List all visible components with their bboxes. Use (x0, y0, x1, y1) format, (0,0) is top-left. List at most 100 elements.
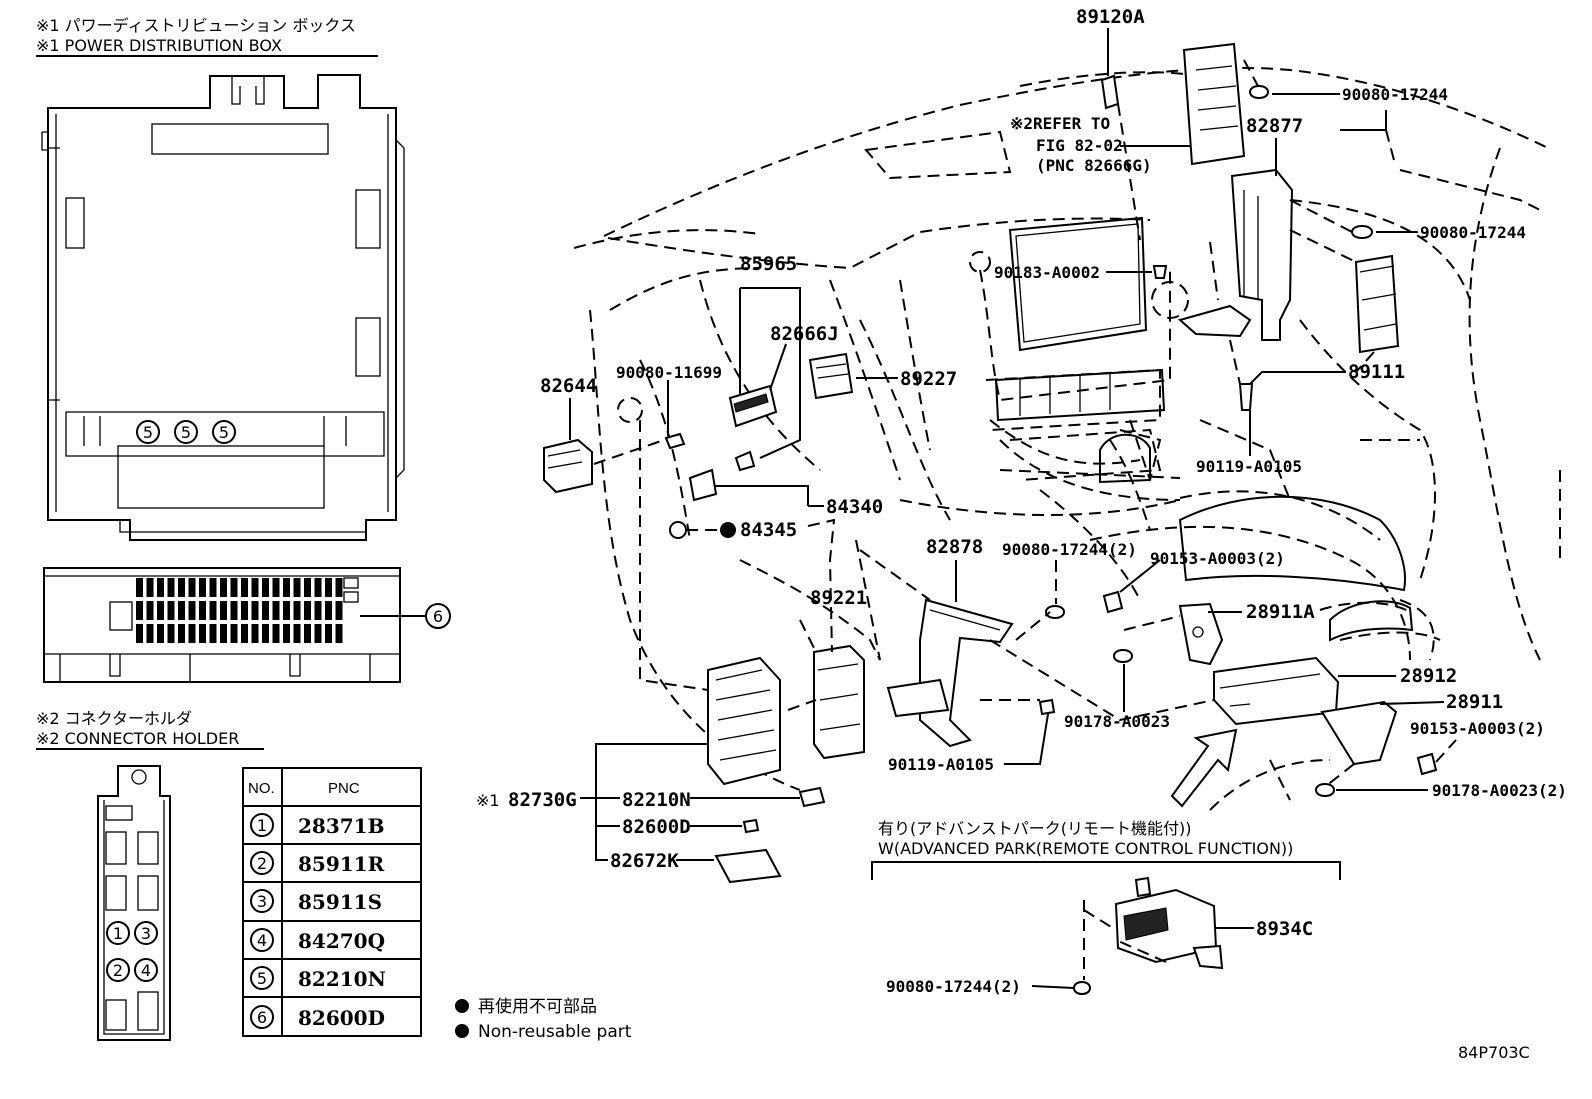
label-advanced-park-jp: 有り(アドバンストパーク(リモート機能付)) (878, 819, 1191, 838)
row-no: 1 (257, 816, 267, 835)
pdb-callout-5-c: 5 (212, 420, 236, 444)
label-90080-17244-a: 90080-17244 (1342, 85, 1448, 104)
fuse-slot (146, 601, 154, 620)
non-reusable-dot-icon (455, 1024, 469, 1038)
pnc-table: NO. PNC 1 28371B 2 85911R 3 85911S 4 842… (242, 767, 422, 1037)
fuse-slot (335, 578, 343, 597)
label-90080-17244-b: 90080-17244 (1420, 223, 1526, 242)
fuse-slot (304, 601, 311, 620)
fuse-slot (230, 578, 238, 597)
ch-callout-1: 1 (106, 921, 130, 945)
fuse-slot (283, 578, 290, 597)
label-82644: 82644 (540, 375, 597, 397)
fuse-slot (325, 624, 332, 643)
callout-label: 1 (113, 924, 123, 943)
fuse-slot (230, 601, 238, 620)
connector-holder-section: ※2 コネクターホルダ ※2 CONNECTOR HOLDER 1 3 2 4 (36, 709, 264, 1041)
label-82878: 82878 (926, 536, 983, 558)
ch-title-jp: ※2 コネクターホルダ (36, 709, 192, 728)
table-row: 6 82600D (250, 1005, 385, 1030)
label-84340: 84340 (826, 496, 883, 518)
fuse-slot (272, 601, 280, 620)
fuse-slot (157, 601, 164, 620)
table-row: 1 28371B (250, 813, 384, 838)
fuse-slot (304, 624, 311, 643)
label-90080-17244-2a: 90080-17244(2) (1002, 540, 1137, 559)
connector-holder-drawing: 1 3 2 4 (97, 765, 171, 1041)
callout-label: 5 (181, 423, 191, 442)
label-refer-line2: FIG 82-02 (1036, 136, 1123, 155)
callout-label: 5 (143, 423, 153, 442)
pdb-front-view: 5 5 5 (41, 74, 405, 541)
callout-label: 4 (141, 961, 151, 980)
pdb-side-view: 6 (43, 567, 451, 683)
fuse-slot (314, 624, 322, 643)
label-90080-11699: 90080-11699 (616, 363, 722, 382)
fuse-slot (314, 578, 322, 597)
label-82210N: 82210N (622, 789, 691, 811)
fuse-slot (251, 578, 259, 597)
pdb-title-en: ※1 POWER DISTRIBUTION BOX (36, 36, 282, 55)
label-82666J: 82666J (770, 323, 839, 345)
label-82730G: 82730G (508, 789, 577, 811)
label-89221: 89221 (810, 587, 867, 609)
fuse-slot (199, 624, 206, 643)
pdb-title-jp: ※1 パワーディストリビューション ボックス (36, 16, 356, 35)
ch-callout-3: 3 (134, 921, 158, 945)
callout-label: 5 (219, 423, 229, 442)
label-82877: 82877 (1246, 115, 1303, 137)
row-no: 2 (257, 854, 267, 873)
leader-lines (569, 28, 1457, 989)
fuse-slot (188, 578, 196, 597)
label-85965: 85965 (740, 253, 797, 275)
fuse-slot (136, 624, 143, 643)
fuse-slot (230, 624, 238, 643)
power-distribution-box-section: ※1 パワーディストリビューション ボックス ※1 POWER DISTRIBU… (36, 16, 451, 683)
ch-callout-4: 4 (134, 958, 158, 982)
figure-id: 84P703C (1458, 1043, 1530, 1062)
ch-title-en: ※2 CONNECTOR HOLDER (36, 729, 239, 748)
label-84345: 84345 (740, 519, 797, 541)
row-no: 6 (257, 1008, 267, 1027)
row-pnc: 82600D (298, 1006, 385, 1030)
fuse-slot (167, 624, 175, 643)
fuse-slot (136, 578, 143, 597)
fuse-slot (209, 578, 217, 597)
fuse-slot (283, 624, 290, 643)
fuse-slot (272, 578, 280, 597)
label-refer-line1: ※2REFER TO (1010, 114, 1110, 133)
fuse-slot (188, 624, 196, 643)
fuse-slot (293, 601, 301, 620)
label-90178-A0023-a: 90178-A0023 (1064, 712, 1170, 731)
row-no: 3 (257, 892, 267, 911)
fuse-slot (262, 601, 269, 620)
fuse-slot (262, 578, 269, 597)
label-28911A: 28911A (1246, 601, 1315, 623)
fuse-slot (188, 601, 196, 620)
fuse-slot (335, 624, 343, 643)
table-row: 5 82210N (250, 966, 386, 991)
fuse-slot (220, 624, 227, 643)
fuse-slot (209, 601, 217, 620)
row-pnc: 82210N (298, 967, 386, 991)
part-labels: 89120A 90080-17244 ※2REFER TO FIG 82-02 … (476, 6, 1567, 1062)
fuse-slot (199, 578, 206, 597)
label-90080-17244-2b: 90080-17244(2) (886, 977, 1021, 996)
label-90178-A0023-b: 90178-A0023(2) (1432, 781, 1567, 800)
row-pnc: 85911R (298, 852, 385, 876)
label-82600D: 82600D (622, 816, 691, 838)
fuse-slot (178, 601, 185, 620)
label-28911: 28911 (1446, 691, 1503, 713)
row-pnc: 28371B (298, 814, 384, 838)
fuse-slot (304, 578, 311, 597)
label-82672K: 82672K (610, 850, 679, 872)
fuse-slot (251, 601, 259, 620)
fuse-slot (283, 601, 290, 620)
callout-label: 3 (141, 924, 151, 943)
label-90119-A0105-b: 90119-A0105 (888, 755, 994, 774)
table-row: 4 84270Q (250, 928, 385, 953)
fuse-slot (325, 601, 332, 620)
label-90153-A0003-b: 90153-A0003(2) (1410, 719, 1545, 738)
label-advanced-park-en: W(ADVANCED PARK(REMOTE CONTROL FUNCTION)… (878, 839, 1293, 858)
row-pnc: 85911S (298, 890, 382, 914)
